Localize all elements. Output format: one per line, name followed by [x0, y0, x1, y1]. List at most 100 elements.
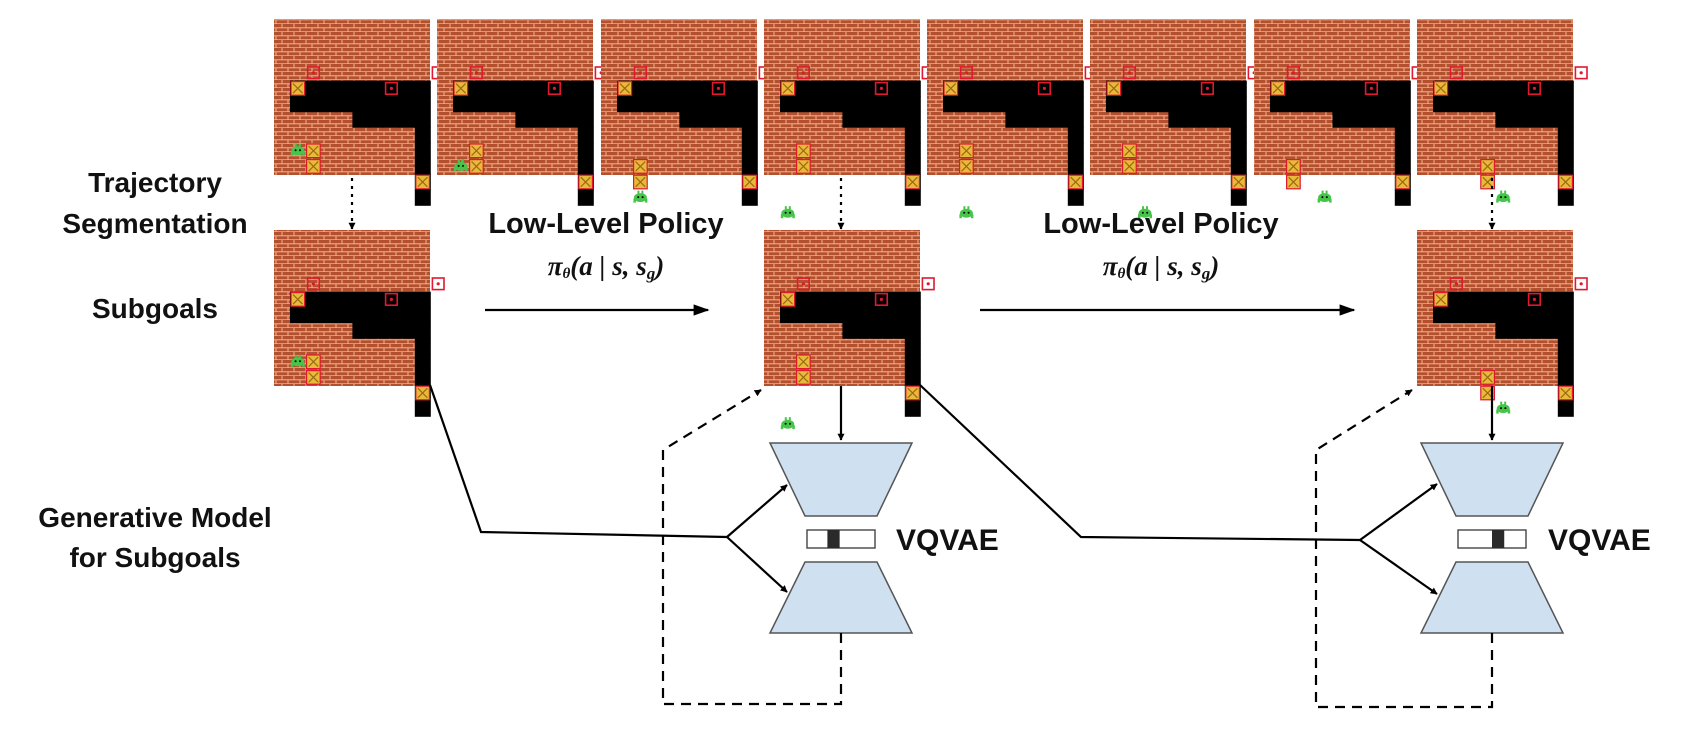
floor-cell — [1152, 80, 1169, 97]
trajectory-frame-5 — [927, 19, 1098, 219]
crate-cross — [961, 145, 972, 157]
floor-cell — [1464, 307, 1481, 324]
floor-cell — [484, 96, 501, 113]
floor-cell — [679, 111, 696, 128]
floor-cell — [515, 111, 532, 128]
goal-target-dot — [964, 71, 969, 75]
goal-target-icon — [1449, 66, 1463, 80]
floor-cell — [648, 96, 665, 113]
floor-cell — [842, 80, 859, 97]
floor-cell — [1542, 322, 1559, 339]
condition-to-decoder-2 — [1359, 539, 1438, 595]
floor-cell — [1067, 127, 1084, 144]
floor-cell — [1168, 80, 1185, 97]
trajectory-segmentation-label: Trajectory Segmentation — [62, 167, 247, 239]
floor-cell — [1052, 111, 1069, 128]
floor-cell — [414, 143, 431, 159]
crate-cross — [1435, 294, 1447, 305]
condition-line-1 — [428, 384, 728, 539]
floor-cell — [1557, 322, 1574, 339]
floor-cell — [695, 80, 711, 97]
floor-cell — [1448, 96, 1465, 113]
floor-cell — [1526, 307, 1543, 324]
floor-cell — [1168, 111, 1185, 128]
floor-cell — [1479, 307, 1496, 324]
floor-cell — [695, 111, 711, 128]
floor-cell — [399, 80, 416, 97]
floor-cell — [1433, 96, 1449, 113]
floor-cell — [305, 307, 322, 324]
floor-cell — [321, 96, 338, 113]
floor-cell — [873, 111, 890, 128]
floor-cell — [368, 291, 384, 308]
goal-target-dot — [1369, 86, 1373, 90]
floor-cell — [1557, 158, 1574, 175]
crate-cross — [471, 161, 482, 172]
floor-cell — [414, 307, 431, 324]
floor-cell — [1301, 96, 1318, 113]
crate-cross — [417, 176, 428, 188]
floor-cell — [858, 322, 874, 339]
floor-cell — [1363, 96, 1380, 113]
goal-target-icon — [1449, 277, 1463, 291]
floor-cell — [889, 111, 906, 128]
floor-cell — [1464, 291, 1481, 308]
goal-target-icon — [306, 66, 321, 80]
crate-cross — [782, 294, 794, 305]
floor-cell — [842, 322, 859, 339]
floor-cell — [1005, 111, 1022, 128]
goal-target-icon — [633, 66, 647, 80]
floor-cell — [1542, 80, 1559, 97]
condition-to-decoder-1 — [726, 536, 788, 593]
goal-target-dot — [1291, 71, 1295, 75]
floor-cell — [943, 96, 959, 113]
floor-cell — [1005, 96, 1022, 113]
subgoal-conditioning-2 — [919, 384, 1438, 595]
feedback-arrow-2 — [1314, 389, 1494, 709]
floor-cell — [1394, 111, 1411, 128]
floor-cell — [453, 96, 469, 113]
subgoal-conditioning-1 — [428, 384, 788, 593]
floor-cell — [1557, 80, 1574, 97]
floor-cell — [1394, 96, 1411, 113]
floor-cell — [741, 127, 758, 144]
crate-cross — [308, 145, 319, 157]
floor-cell — [352, 96, 369, 113]
floor-cell — [858, 307, 874, 324]
floor-cell — [1557, 291, 1574, 308]
goal-target-dot — [638, 71, 643, 75]
floor-cell — [352, 307, 369, 324]
floor-cell — [710, 96, 727, 113]
floor-cell — [1285, 96, 1302, 113]
floor-cell — [1511, 80, 1527, 97]
crate-cross — [1482, 161, 1493, 172]
floor-cell — [499, 80, 516, 97]
floor-cell — [1495, 80, 1512, 97]
crate-cross — [798, 145, 809, 157]
floor-cell — [1316, 80, 1333, 97]
floor-cell — [842, 96, 859, 113]
floor-cell — [1301, 80, 1318, 97]
floor-cell — [1230, 127, 1247, 144]
policy-formula-1: πθ(a | s, sg) — [548, 251, 665, 283]
floor-cell — [1542, 307, 1559, 324]
floor-cell — [399, 96, 416, 113]
floor-cell — [1215, 111, 1232, 128]
floor-cell — [1215, 96, 1232, 113]
floor-cell — [1121, 96, 1138, 113]
crate-cross — [945, 83, 957, 94]
goal-target-icon — [1527, 292, 1541, 307]
subgoal-frame-2 — [764, 230, 935, 430]
floor-cell — [1479, 80, 1496, 97]
floor-cell — [368, 96, 384, 113]
goal-target-icon — [1200, 81, 1214, 95]
floor-cell — [1542, 96, 1559, 113]
floor-cell — [1285, 80, 1302, 97]
goal-target-dot — [1532, 86, 1536, 90]
floor-cell — [858, 111, 874, 128]
goal-target-icon — [796, 277, 810, 291]
floor-cell — [974, 96, 991, 113]
floor-cell — [1067, 80, 1084, 97]
floor-cell — [1052, 80, 1069, 97]
floor-cell — [741, 111, 758, 128]
